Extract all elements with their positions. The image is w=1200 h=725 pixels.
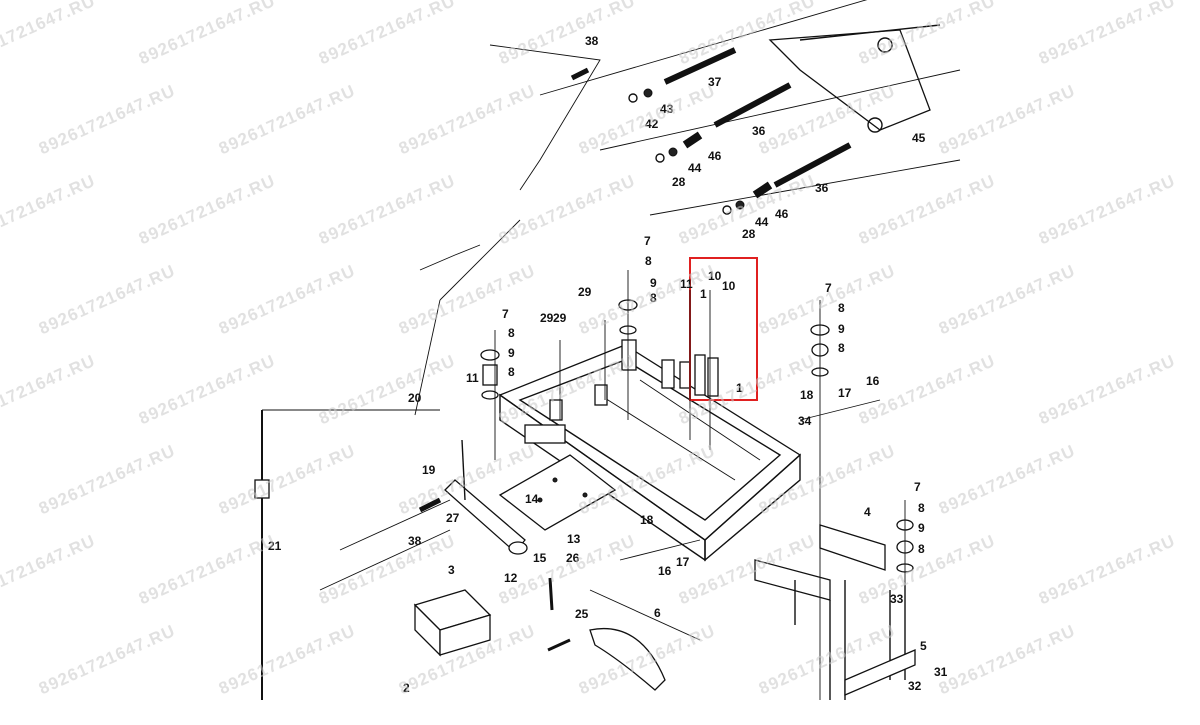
callout-9: 9 bbox=[838, 322, 845, 336]
callout-19: 19 bbox=[422, 463, 436, 477]
callout-15: 15 bbox=[533, 551, 547, 565]
callout-44: 44 bbox=[688, 161, 702, 175]
callout-8: 8 bbox=[650, 291, 657, 305]
lever-icon bbox=[768, 24, 941, 133]
callout-29: 29 bbox=[578, 285, 592, 299]
callout-38: 38 bbox=[408, 534, 422, 548]
callout-12: 12 bbox=[504, 571, 518, 585]
callout-1: 1 bbox=[736, 381, 743, 395]
lever-plate-icon bbox=[589, 628, 666, 691]
frame-icon bbox=[498, 344, 802, 562]
callout-32: 32 bbox=[908, 679, 922, 693]
callout-28: 28 bbox=[742, 227, 756, 241]
callout-9: 9 bbox=[508, 346, 515, 360]
callout-13: 13 bbox=[567, 532, 581, 546]
leg-frame-icon bbox=[754, 524, 916, 700]
callout-7: 7 bbox=[914, 480, 921, 494]
callout-21: 21 bbox=[268, 539, 282, 553]
bracket-icon bbox=[498, 454, 617, 531]
callout-6: 6 bbox=[654, 606, 661, 620]
callout-18: 18 bbox=[800, 388, 814, 402]
callout-7: 7 bbox=[825, 281, 832, 295]
callout-20: 20 bbox=[408, 391, 422, 405]
callout-8: 8 bbox=[918, 501, 925, 515]
callout-2: 2 bbox=[403, 681, 410, 695]
callout-10: 10 bbox=[722, 279, 736, 293]
callout-18: 18 bbox=[640, 513, 654, 527]
callout-33: 33 bbox=[890, 592, 904, 606]
callout-25: 25 bbox=[575, 607, 589, 621]
callout-46: 46 bbox=[708, 149, 722, 163]
callout-17: 17 bbox=[838, 386, 852, 400]
callout-28: 28 bbox=[672, 175, 686, 189]
callout-10: 10 bbox=[708, 269, 722, 283]
callout-4: 4 bbox=[864, 505, 871, 519]
callout-9: 9 bbox=[650, 276, 657, 290]
callout-16: 16 bbox=[866, 374, 880, 388]
callout-29: 29 bbox=[540, 311, 554, 325]
callout-8: 8 bbox=[508, 365, 515, 379]
cylinder-icon bbox=[444, 439, 528, 555]
callout-8: 8 bbox=[838, 341, 845, 355]
callout-42: 42 bbox=[645, 117, 659, 131]
callout-36: 36 bbox=[752, 124, 766, 138]
callout-27: 27 bbox=[446, 511, 460, 525]
callout-1: 1 bbox=[700, 287, 707, 301]
callout-26: 26 bbox=[566, 551, 580, 565]
pin-icon bbox=[418, 47, 852, 652]
callout-7: 7 bbox=[644, 234, 651, 248]
callout-29: 29 bbox=[553, 311, 567, 325]
cable-icon bbox=[254, 219, 521, 700]
callout-45: 45 bbox=[912, 131, 926, 145]
callout-37: 37 bbox=[708, 75, 722, 89]
callout-7: 7 bbox=[502, 307, 509, 321]
callout-31: 31 bbox=[934, 665, 948, 679]
callout-38: 38 bbox=[585, 34, 599, 48]
callout-43: 43 bbox=[660, 102, 674, 116]
block-icon bbox=[413, 589, 492, 657]
callout-8: 8 bbox=[838, 301, 845, 315]
callout-8: 8 bbox=[645, 254, 652, 268]
callout-11: 11 bbox=[680, 277, 693, 291]
callout-9: 9 bbox=[918, 521, 925, 535]
callout-14: 14 bbox=[525, 492, 539, 506]
callout-36: 36 bbox=[815, 181, 829, 195]
callout-8: 8 bbox=[918, 542, 925, 556]
callout-11: 11 bbox=[466, 371, 479, 385]
leader-lines bbox=[319, 0, 961, 700]
callout-17: 17 bbox=[676, 555, 690, 569]
callout-46: 46 bbox=[775, 207, 789, 221]
callout-3: 3 bbox=[448, 563, 455, 577]
callout-8: 8 bbox=[508, 326, 515, 340]
callout-44: 44 bbox=[755, 215, 769, 229]
callout-5: 5 bbox=[920, 639, 927, 653]
callout-34: 34 bbox=[798, 414, 812, 428]
callout-16: 16 bbox=[658, 564, 672, 578]
